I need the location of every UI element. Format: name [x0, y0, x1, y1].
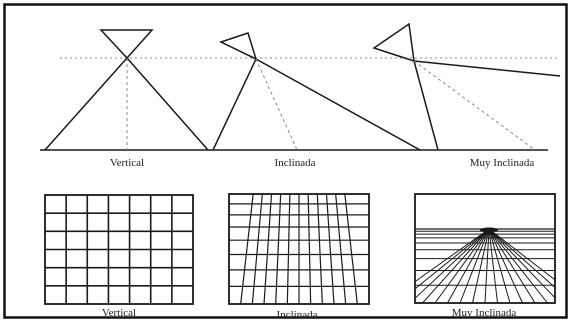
- ray-left: [44, 57, 128, 151]
- grid-line-converging: [251, 193, 263, 305]
- grid-line-converging: [325, 193, 335, 305]
- grid-line-radial: [488, 228, 556, 281]
- ray-right: [255, 58, 421, 151]
- grid-line-converging: [344, 193, 358, 305]
- grid-line-radial: [488, 228, 536, 304]
- grid-line-radial: [472, 228, 490, 304]
- label-top-inclinada: Inclinada: [275, 157, 316, 169]
- grid-line-radial: [488, 228, 523, 304]
- camera-vertical: [44, 29, 209, 151]
- grid-line-radial: [488, 228, 556, 299]
- label-bottom-muy-inclinada: Muy Inclinada: [452, 307, 517, 319]
- grid-line-converging: [286, 193, 291, 305]
- grid-line-converging: [307, 193, 312, 305]
- optical-axis-dashed: [413, 60, 536, 151]
- grid-line-converging: [263, 193, 273, 305]
- grid-line-radial: [447, 228, 490, 304]
- label-top-vertical: Vertical: [110, 157, 144, 169]
- camera-inclinada-icon: [219, 32, 258, 61]
- grid-line-radial: [488, 228, 498, 304]
- grid-line-radial: [488, 228, 511, 304]
- grid-line-radial: [422, 228, 490, 304]
- grid-line-converging: [316, 193, 323, 305]
- label-bottom-vertical: Vertical: [102, 307, 136, 319]
- ray-left: [212, 58, 257, 151]
- figure-border: [3, 3, 568, 319]
- grid-line-radial: [459, 228, 490, 304]
- grid-line-radial: [484, 228, 490, 304]
- grid-line-converging: [275, 193, 282, 305]
- camera-muy-inclinada: [372, 22, 561, 151]
- grid-line-radial: [488, 228, 548, 304]
- label-top-muy-inclinada: Muy Inclinada: [470, 157, 535, 169]
- ray-left: [413, 60, 439, 151]
- camera-vertical-icon: [99, 29, 154, 60]
- grid-line-converging: [240, 193, 254, 305]
- ray-right: [126, 57, 209, 151]
- ray-right: [413, 60, 561, 77]
- camera-muy-inclinada-icon: [372, 22, 415, 63]
- grid-line-radial: [434, 228, 490, 304]
- optical-axis-dashed: [255, 58, 298, 151]
- grid-line-radial: [414, 228, 490, 299]
- grid-vertical: [44, 194, 194, 305]
- grid-inclinada: [228, 193, 370, 305]
- grid-line-converging: [335, 193, 347, 305]
- grid-line-radial: [414, 228, 490, 283]
- label-bottom-inclinada: Inclinada: [277, 309, 318, 321]
- vanishing-point: [480, 227, 498, 233]
- grid-muy-inclinada: [414, 193, 556, 304]
- camera-inclinada: [212, 32, 421, 151]
